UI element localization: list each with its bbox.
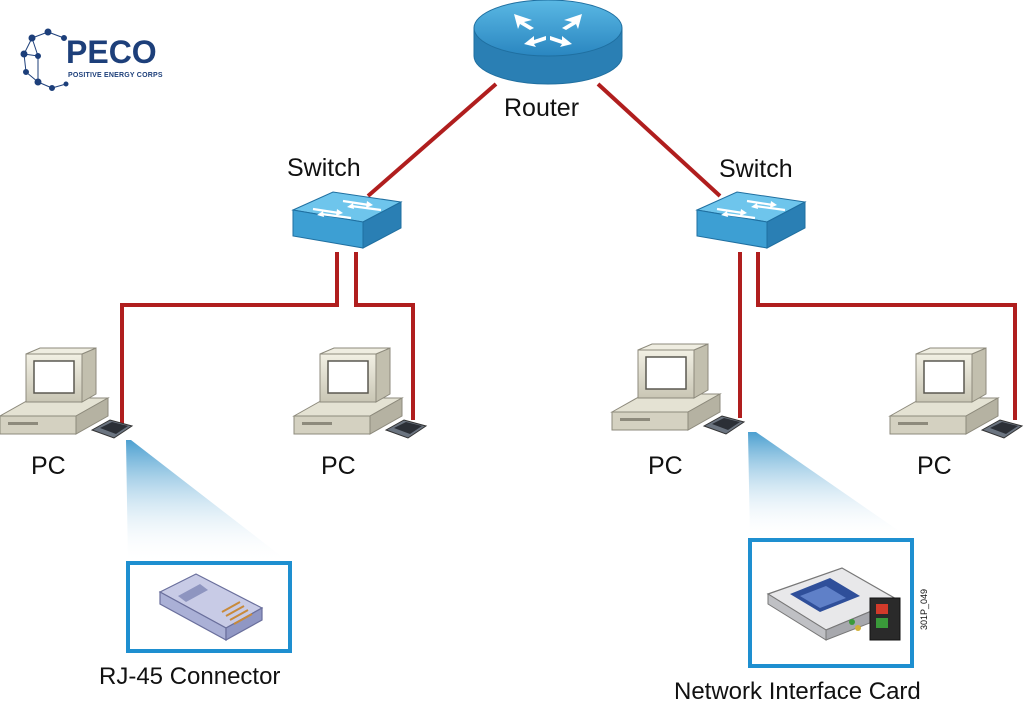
pc-icon [0, 347, 133, 439]
pc-icon [889, 347, 1023, 439]
logo-wordmark: PECO [66, 34, 157, 70]
rj45-callout-beam [126, 440, 290, 563]
cable-switch-left-pc-2 [354, 252, 415, 420]
nic-callout-beam [748, 432, 912, 540]
pc-3-label: PC [648, 452, 683, 480]
pc-4-label: PC [917, 452, 952, 480]
switch-icon [291, 190, 403, 250]
logo-network-icon [20, 28, 69, 91]
router-label: Router [504, 94, 580, 122]
pc-icon [611, 343, 745, 435]
switch-right-label: Switch [719, 155, 793, 183]
nic-caption: Network Interface Card [674, 678, 921, 705]
switch-icon [695, 190, 807, 250]
rj45-callout [126, 561, 292, 653]
network-card-icon [766, 567, 901, 641]
pc-1-label: PC [31, 452, 66, 480]
rj45-connector-icon [158, 573, 264, 642]
nic-callout [748, 538, 914, 668]
peco-logo: PECO POSITIVE ENERGY CORPS [18, 26, 168, 94]
cable-switch-left-pc-1 [120, 252, 339, 430]
cable-lines [120, 82, 1017, 430]
cable-router-switch-right [596, 82, 722, 198]
pc-2-label: PC [321, 452, 356, 480]
cable-router-switch-left [366, 82, 498, 198]
switch-left-label: Switch [287, 154, 361, 182]
router-icon [473, 0, 623, 85]
cable-switch-right-pc-4 [756, 252, 1017, 420]
pc-icon [293, 347, 427, 439]
logo-tagline: POSITIVE ENERGY CORPS [68, 72, 163, 79]
figure-id: 301P_049 [919, 588, 929, 630]
rj45-caption: RJ-45 Connector [99, 663, 281, 690]
